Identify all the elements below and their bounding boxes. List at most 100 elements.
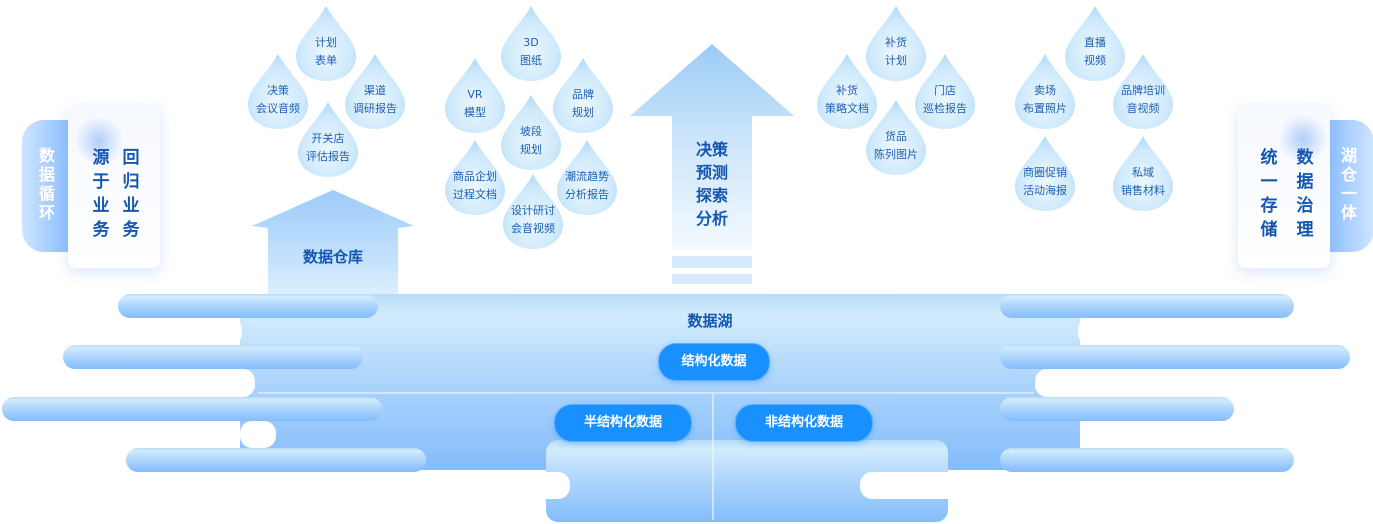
data-droplet: 潮流趋势分析报告 — [555, 138, 619, 216]
droplet-label-line: 巡检报告 — [923, 102, 967, 115]
arrow-label: 决策 预测 探索 分析 — [692, 138, 732, 230]
droplet-label: 私域销售材料 — [1091, 164, 1195, 200]
droplet-label: 设计研讨会音视频 — [481, 202, 585, 238]
droplet-label-line: 会议音频 — [256, 102, 300, 115]
droplet-label-line: 门店 — [934, 84, 956, 97]
droplet-icon — [553, 58, 613, 133]
card-glow — [1278, 114, 1328, 164]
lake-gap — [1078, 318, 1278, 345]
lake-stripe — [1000, 345, 1350, 369]
droplet-icon — [345, 54, 405, 129]
droplet-label-line: VR — [467, 88, 483, 101]
lake-gap — [200, 318, 242, 345]
droplet-label-line: 规划 — [520, 143, 542, 156]
lake-stripe — [1000, 397, 1234, 421]
droplet-label: 直播视频 — [1043, 34, 1147, 70]
droplet-icon — [817, 54, 877, 129]
droplet-label-line: 销售材料 — [1121, 184, 1165, 197]
droplet-label-line: 品牌 — [572, 88, 594, 101]
lake-stripe — [118, 294, 378, 318]
droplet-label: 补货策略文档 — [795, 82, 899, 118]
droplet-label: VR 模型 — [423, 86, 527, 122]
warehouse-label: 数据仓库 — [302, 248, 363, 266]
lake-gap — [210, 369, 255, 397]
left-card: 源于业务 回归业务 — [68, 106, 160, 268]
droplet-label: 开关店评估报告 — [276, 130, 380, 166]
droplet-label: 渠道调研报告 — [323, 82, 427, 118]
structured-data-pill[interactable]: 结构化数据 — [658, 343, 770, 381]
droplet-label: 卖场布置照片 — [993, 82, 1097, 118]
right-card: 统一存储 数据治理 — [1238, 106, 1330, 268]
droplet-label-line: 商圈促销 — [1023, 166, 1067, 179]
droplet-label-line: 表单 — [315, 54, 337, 67]
lake-gap — [860, 472, 1060, 499]
lake-gap — [1148, 421, 1278, 448]
droplet-label-line: 评估报告 — [306, 150, 350, 163]
droplet-icon — [1065, 6, 1125, 81]
left-card-column: 源于业务 — [92, 148, 110, 240]
droplet-icon — [501, 6, 561, 81]
left-tab-label: 数据循环 — [38, 146, 55, 222]
arrow-label-line: 决策 — [695, 140, 728, 159]
droplet-icon — [1015, 136, 1075, 211]
data-droplet: 计划表单 — [294, 4, 358, 82]
droplet-label-line: 布置照片 — [1023, 102, 1067, 115]
droplet-label: 商品企划过程文档 — [423, 168, 527, 204]
warehouse-house-icon — [252, 190, 414, 294]
data-droplet: 决策会议音频 — [246, 52, 310, 130]
data-droplet: 货品陈列图片 — [864, 98, 928, 176]
lake-stripe — [2, 397, 382, 421]
droplet-label-line: 策略文档 — [825, 102, 869, 115]
right-tab-label: 湖仓一体 — [1340, 146, 1357, 222]
data-droplet: 品牌培训音视频 — [1111, 52, 1175, 130]
data-droplet: 卖场布置照片 — [1013, 52, 1077, 130]
droplet-icon — [298, 102, 358, 177]
data-droplet: 商品企划过程文档 — [443, 138, 507, 216]
droplet-label: 品牌培训音视频 — [1091, 82, 1195, 118]
up-arrow-icon — [630, 44, 794, 284]
unstructured-data-pill[interactable]: 非结构化数据 — [735, 404, 873, 442]
droplet-label-line: 品牌培训 — [1121, 84, 1165, 97]
droplet-label-line: 开关店 — [311, 132, 345, 145]
droplet-label-line: 规划 — [572, 106, 594, 119]
droplet-label-line: 私域 — [1132, 166, 1154, 179]
data-droplet: 渠道调研报告 — [343, 52, 407, 130]
droplet-label-line: 视频 — [1084, 54, 1106, 67]
data-droplet: 坡段规划 — [499, 93, 563, 171]
droplet-label-line: 补货 — [885, 36, 907, 49]
semi-structured-data-pill[interactable]: 半结构化数据 — [554, 404, 692, 442]
droplet-label: 潮流趋势分析报告 — [535, 168, 639, 204]
droplet-icon — [1015, 54, 1075, 129]
droplet-icon — [248, 54, 308, 129]
droplet-icon — [503, 174, 563, 249]
data-droplet: VR 模型 — [443, 56, 507, 134]
data-droplet: 私域销售材料 — [1111, 134, 1175, 212]
arrow-label-line: 探索 — [695, 186, 728, 205]
droplet-label-line: 渠道 — [364, 84, 386, 97]
lake-stripe — [1000, 294, 1294, 318]
droplet-label-line: 3D — [523, 36, 539, 49]
droplet-icon — [557, 140, 617, 215]
droplet-label-line: 调研报告 — [353, 102, 397, 115]
data-droplet: 开关店评估报告 — [296, 100, 360, 178]
droplet-label-line: 陈列图片 — [874, 148, 918, 161]
droplet-label-line: 货品 — [885, 130, 907, 143]
droplet-label-line: 设计研讨 — [511, 204, 555, 217]
droplet-label-line: 卖场 — [1034, 84, 1056, 97]
droplet-label-line: 计划 — [315, 36, 337, 49]
droplet-label-line: 商品企划 — [453, 170, 497, 183]
lake-stripe — [126, 448, 426, 472]
droplet-label-line: 活动海报 — [1023, 184, 1067, 197]
data-droplet: 补货策略文档 — [815, 52, 879, 130]
droplet-label: 门店巡检报告 — [893, 82, 997, 118]
droplet-label-line: 模型 — [464, 106, 486, 119]
data-droplet: 门店巡检报告 — [913, 52, 977, 130]
lake-gap — [1035, 369, 1235, 397]
droplet-label-line: 会音视频 — [511, 222, 555, 235]
droplet-label: 品牌规划 — [531, 86, 635, 122]
lake-gap — [240, 421, 276, 448]
data-droplet: 直播视频 — [1063, 4, 1127, 82]
droplet-icon — [445, 140, 505, 215]
droplet-label-line: 过程文档 — [453, 188, 497, 201]
